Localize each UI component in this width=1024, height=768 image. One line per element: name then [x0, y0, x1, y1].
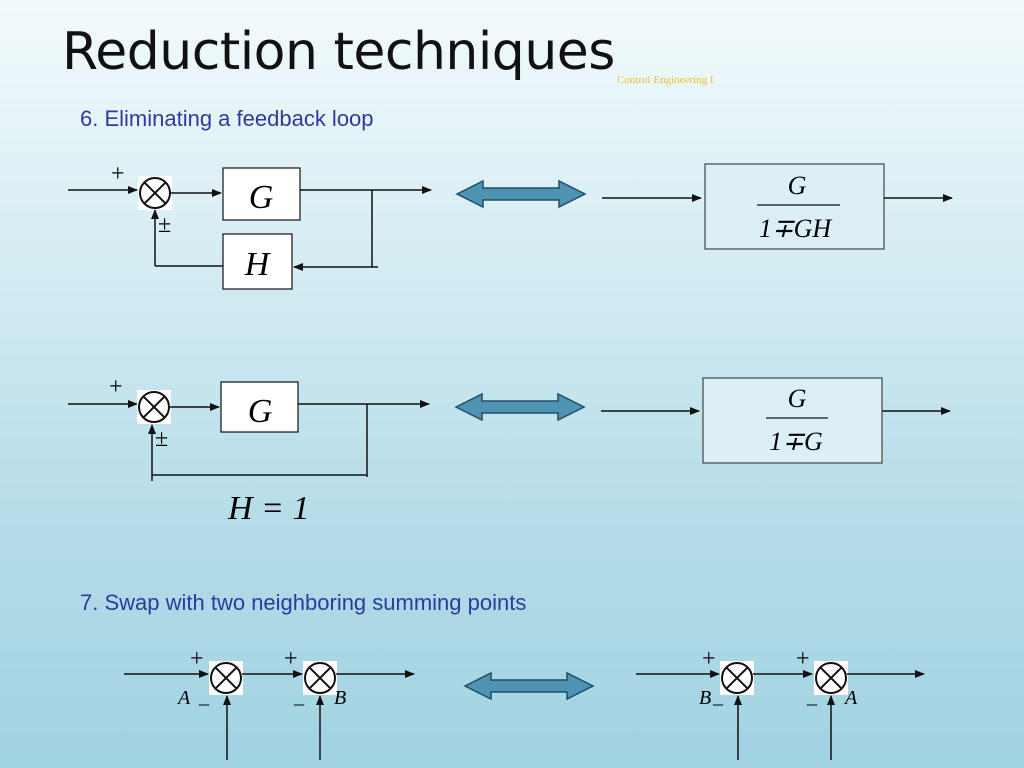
forward-block-g	[222, 167, 301, 221]
input-b-label: B	[334, 687, 346, 709]
plus-sign-2: +	[284, 646, 298, 672]
input-a-label: A	[176, 687, 191, 709]
input-plus-sign: +	[111, 161, 125, 187]
feedback-sign: ±	[158, 212, 171, 238]
diagram-swap-summing-left: + + A _ _ B	[124, 646, 415, 760]
summing-junction-2	[302, 660, 338, 696]
minus-sign-1: _	[712, 686, 724, 708]
section-heading-swap-summing: 7. Swap with two neighboring summing poi…	[80, 590, 527, 615]
feedback-block-h	[222, 233, 293, 290]
plus-sign-2: +	[796, 646, 810, 672]
section-heading-feedback-loop: 6. Eliminating a feedback loop	[80, 106, 374, 131]
forward-block-g	[220, 381, 299, 433]
reduced-block	[704, 163, 885, 250]
reduced-block-denominator: 1∓GH	[759, 214, 833, 243]
plus-sign-1: +	[190, 646, 204, 672]
reduced-block-numerator: G	[788, 171, 807, 200]
input-plus-sign: +	[109, 374, 123, 400]
equivalence-arrow	[455, 393, 585, 421]
diagram-feedback-loop: + G H ± G 1∓GH	[68, 161, 953, 290]
minus-sign-1: _	[198, 686, 210, 708]
course-label: Control Engineering I	[617, 74, 714, 86]
reduced-block	[702, 377, 883, 464]
equivalence-arrow	[456, 180, 586, 208]
feedback-sign: ±	[155, 426, 168, 452]
forward-block-label: G	[249, 179, 274, 216]
summing-junction	[137, 175, 173, 211]
summing-junction	[136, 389, 172, 425]
unity-feedback-label: H = 1	[227, 490, 310, 527]
equivalence-arrow	[464, 672, 594, 700]
input-b-label: B	[699, 687, 711, 709]
minus-sign-2: _	[293, 686, 305, 708]
minus-sign-2: _	[806, 686, 818, 708]
summing-junction-2	[813, 660, 849, 696]
summing-junction-1	[719, 660, 755, 696]
diagram-swap-summing-right: + + B _ _ A	[636, 646, 925, 760]
reduced-block-denominator: 1∓G	[769, 427, 823, 456]
diagram-unity-feedback: + G ± H = 1 G 1∓G	[68, 374, 951, 527]
feedback-block-label: H	[244, 246, 272, 283]
plus-sign-1: +	[702, 646, 716, 672]
reduced-block-numerator: G	[788, 384, 807, 413]
page-title: Reduction techniques	[62, 22, 615, 82]
forward-block-label: G	[248, 393, 273, 430]
summing-junction-1	[208, 660, 244, 696]
input-a-label: A	[843, 687, 858, 709]
